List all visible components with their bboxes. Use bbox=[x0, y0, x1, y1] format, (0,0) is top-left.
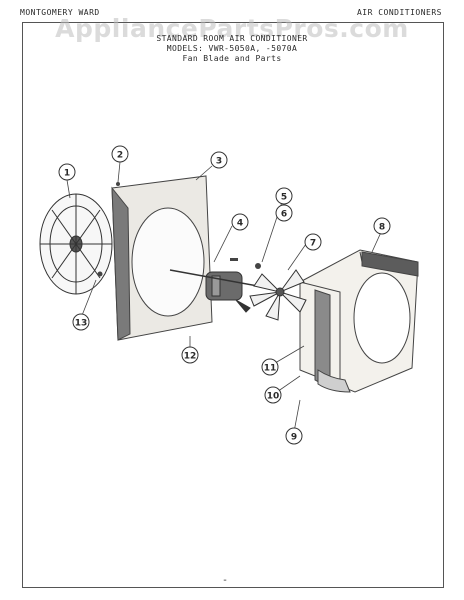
svg-text:12: 12 bbox=[184, 352, 197, 362]
callout-5: 5 bbox=[275, 187, 293, 205]
svg-text:9: 9 bbox=[291, 433, 297, 443]
footer-mark: - bbox=[222, 575, 229, 586]
category-header: AIR CONDITIONERS bbox=[356, 8, 442, 17]
callout-9: 9 bbox=[285, 427, 303, 445]
section-subtitle: Fan Blade and Parts bbox=[182, 54, 282, 63]
callout-11: 11 bbox=[261, 358, 279, 376]
svg-text:13: 13 bbox=[75, 319, 88, 329]
callout-8: 8 bbox=[373, 217, 391, 235]
callout-13: 13 bbox=[72, 313, 90, 331]
callout-6: 6 bbox=[275, 204, 293, 222]
watermark: AppliancePartsPros.com bbox=[55, 14, 409, 43]
callout-10: 10 bbox=[264, 386, 282, 404]
orifice-panel bbox=[111, 175, 213, 341]
diagram-frame bbox=[22, 22, 444, 588]
svg-text:1: 1 bbox=[64, 169, 70, 179]
svg-text:8: 8 bbox=[379, 223, 385, 233]
brand-header: MONTGOMERY WARD bbox=[20, 8, 100, 17]
models-line: MODELS: VWR-5050A, -5070A bbox=[166, 44, 298, 53]
callout-1: 1 bbox=[58, 163, 76, 181]
callout-3: 3 bbox=[210, 151, 228, 169]
callout-4: 4 bbox=[231, 213, 249, 231]
diagram-title: STANDARD ROOM AIR CONDITIONER bbox=[156, 34, 308, 43]
svg-text:7: 7 bbox=[310, 239, 316, 249]
svg-text:10: 10 bbox=[267, 392, 280, 402]
svg-text:6: 6 bbox=[281, 210, 287, 220]
blower-wheel bbox=[39, 193, 113, 295]
fan-blade bbox=[249, 269, 307, 321]
callout-12: 12 bbox=[181, 346, 199, 364]
scroll-housing bbox=[299, 249, 419, 393]
svg-text:5: 5 bbox=[281, 193, 287, 203]
svg-text:4: 4 bbox=[237, 219, 243, 229]
svg-text:3: 3 bbox=[216, 157, 222, 167]
svg-text:2: 2 bbox=[117, 151, 123, 161]
callout-7: 7 bbox=[304, 233, 322, 251]
svg-text:11: 11 bbox=[264, 364, 277, 374]
callout-2: 2 bbox=[111, 145, 129, 163]
hardware-parts bbox=[97, 182, 261, 277]
